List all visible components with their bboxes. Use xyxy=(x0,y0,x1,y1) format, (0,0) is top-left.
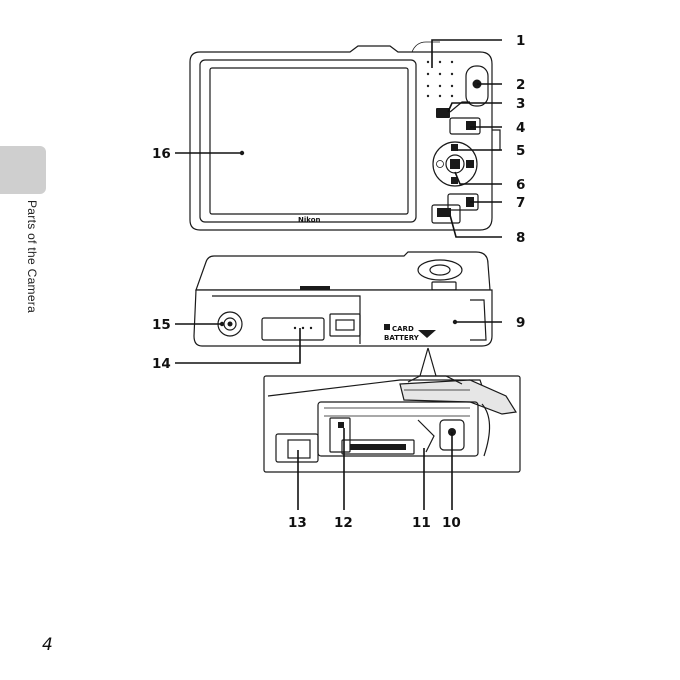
battery-compartment-view xyxy=(264,376,520,472)
ok-button xyxy=(450,159,460,169)
callout-7: 7 xyxy=(516,195,525,211)
callout-13: 13 xyxy=(288,515,307,531)
flash-mode-icon xyxy=(451,144,458,151)
playback-icon xyxy=(466,121,476,130)
bottom-print-battery: BATTERY xyxy=(384,334,420,342)
shooting-mode-button xyxy=(436,108,450,118)
callout-10: 10 xyxy=(442,515,461,531)
back-logo: Nikon xyxy=(298,216,321,224)
bottom-print-card: CARD xyxy=(392,325,414,333)
callout-16: 16 xyxy=(152,146,171,162)
callout-5: 5 xyxy=(516,143,525,159)
callout-15: 15 xyxy=(152,317,171,333)
menu-icon xyxy=(437,208,451,217)
camera-bottom-view: CARD BATTERY xyxy=(194,252,492,376)
callout-9: 9 xyxy=(516,315,525,331)
callout-14: 14 xyxy=(152,356,171,372)
callout-12: 12 xyxy=(334,515,353,531)
callout-6: 6 xyxy=(516,177,525,193)
callout-4: 4 xyxy=(516,120,525,136)
callout-8: 8 xyxy=(516,230,525,246)
exposure-icon xyxy=(466,160,474,168)
callout-3: 3 xyxy=(516,96,525,112)
camera-back-view: Nikon xyxy=(190,42,500,230)
callout-1: 1 xyxy=(516,33,525,49)
callout-11: 11 xyxy=(412,515,431,531)
callout-2: 2 xyxy=(516,77,525,93)
